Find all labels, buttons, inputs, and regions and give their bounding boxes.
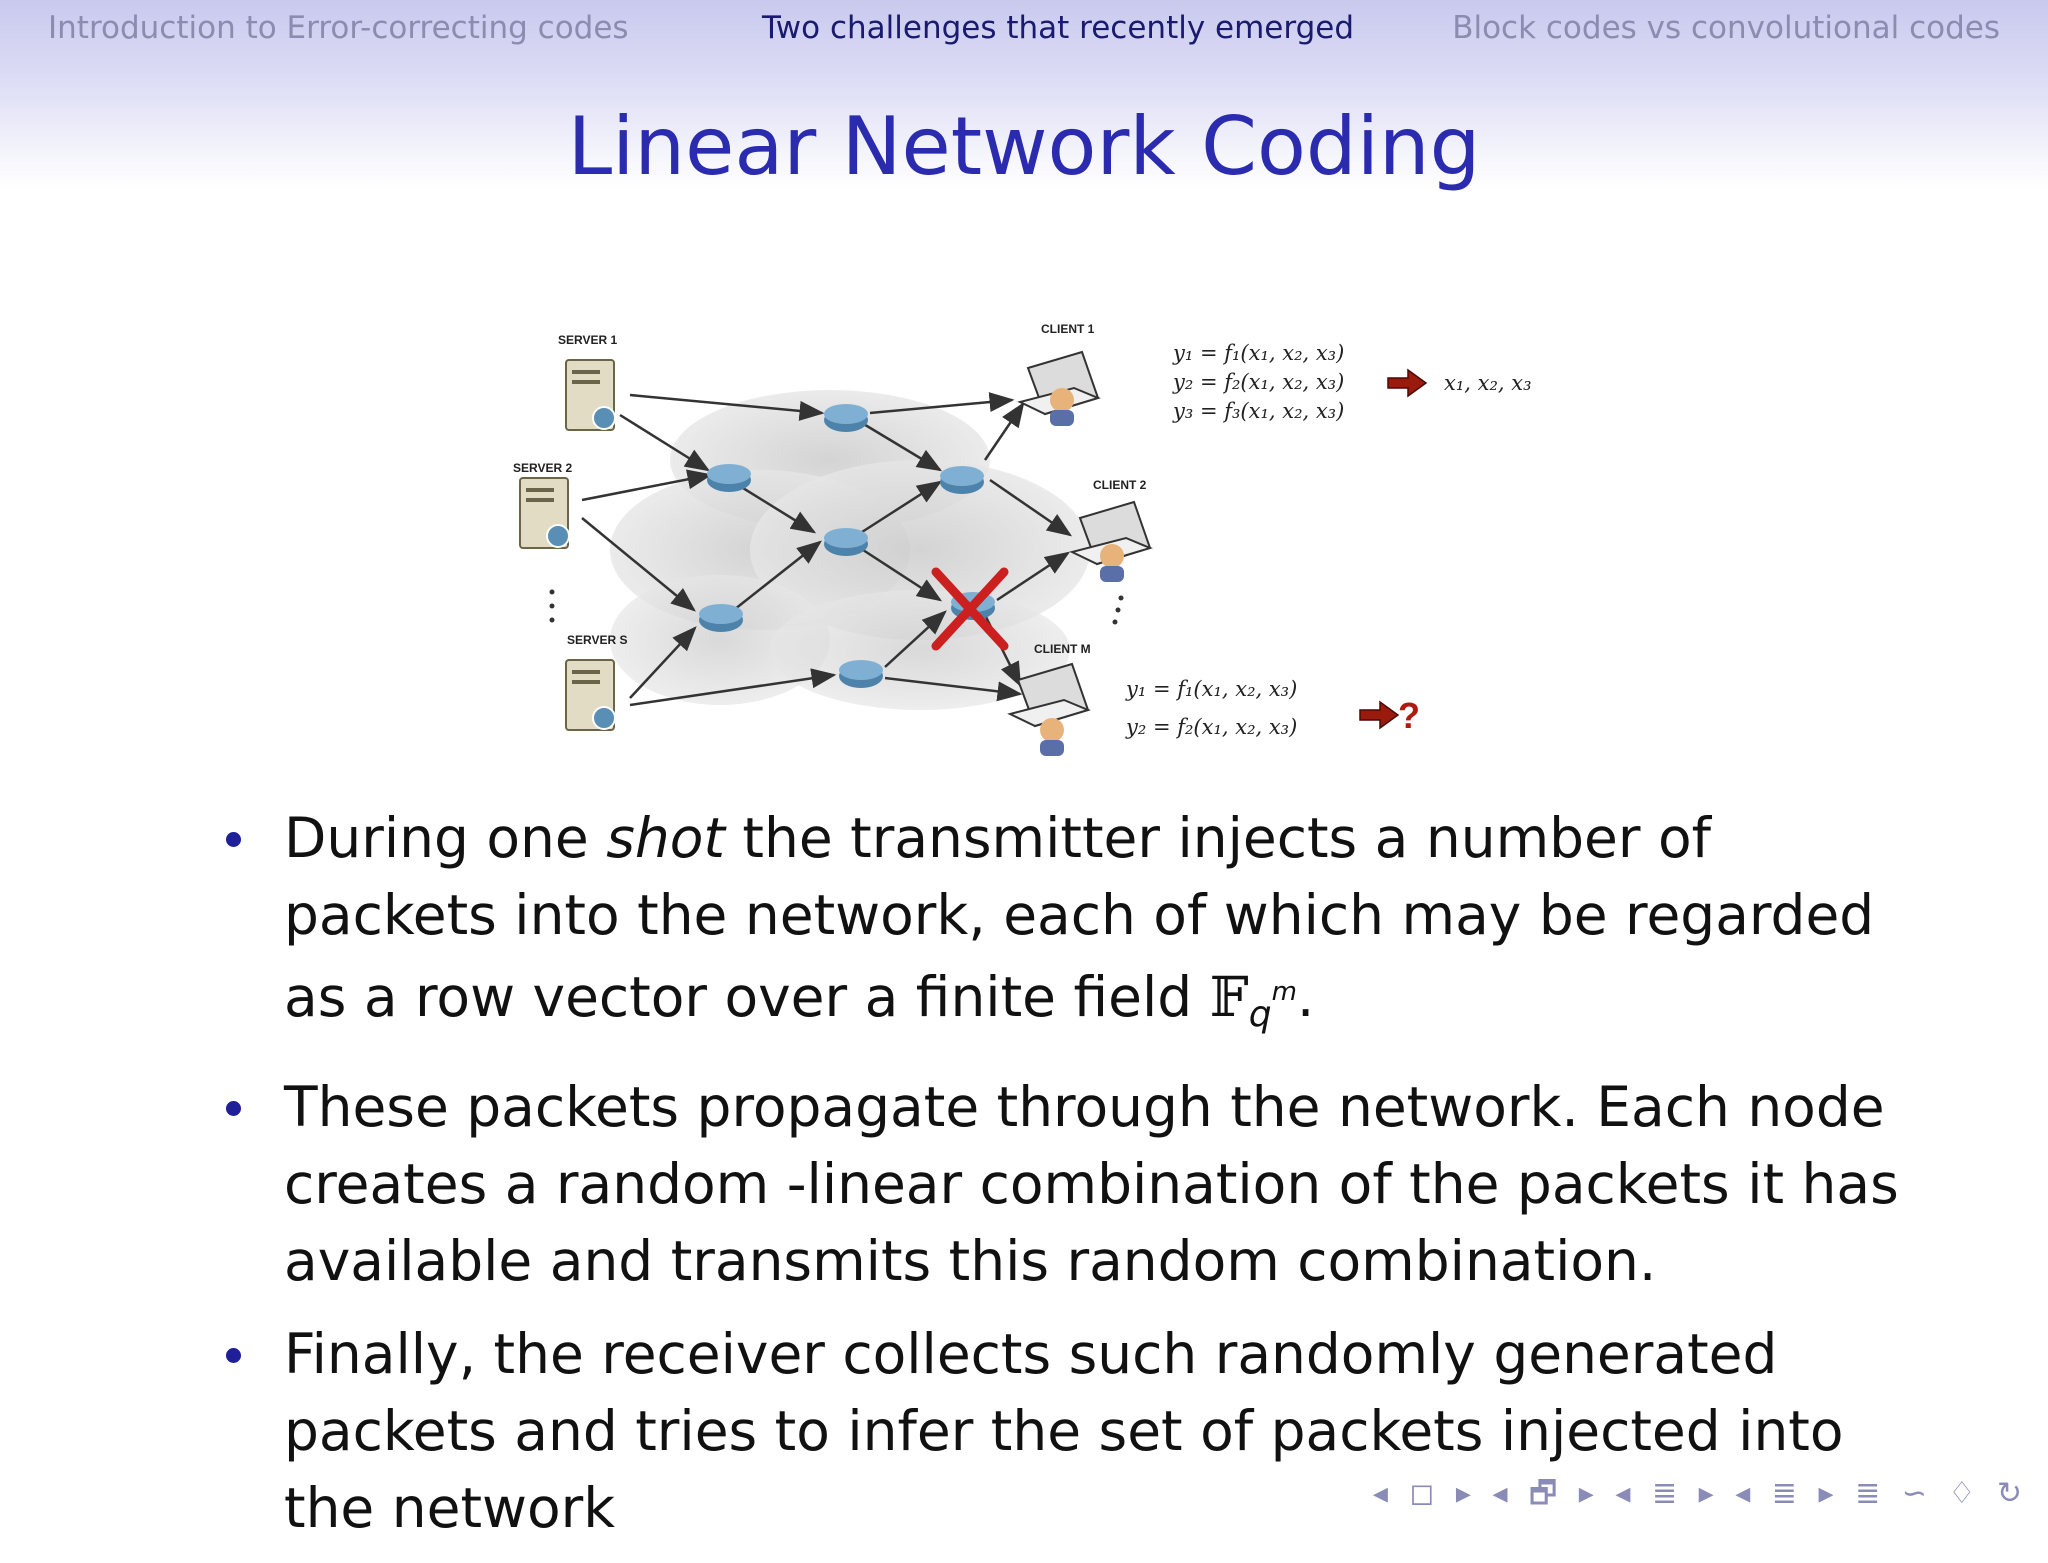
server-icon bbox=[565, 359, 616, 431]
server-icon bbox=[519, 477, 570, 549]
finite-field-subscript: q bbox=[1248, 994, 1272, 1035]
router-icon bbox=[824, 528, 868, 556]
right-arrow-icon bbox=[1359, 700, 1400, 730]
router-icon bbox=[699, 604, 743, 632]
network-cloud bbox=[610, 390, 1090, 710]
finite-field-symbol: 𝔽 bbox=[1209, 965, 1249, 1029]
bullet-item: Finally, the receiver collects such rand… bbox=[222, 1316, 1902, 1547]
nav-section-intro[interactable]: Introduction to Error-correcting codes bbox=[48, 10, 629, 46]
label-server-1: SERVER 1 bbox=[558, 333, 617, 347]
label-client-2: CLIENT 2 bbox=[1093, 478, 1147, 492]
bullet-text: These packets propagate through the netw… bbox=[284, 1075, 1899, 1293]
label-server-s: SERVER S bbox=[567, 633, 627, 647]
nav-section-block-vs-conv[interactable]: Block codes vs convolutional codes bbox=[1452, 10, 2000, 46]
equation-bottom-2: y₂ = f₂(x₁, x₂, x₃) bbox=[1125, 715, 1297, 739]
equation-top-2: y₂ = f₂(x₁, x₂, x₃) bbox=[1172, 370, 1344, 394]
slide-header: Introduction to Error-correcting codes T… bbox=[0, 0, 2048, 193]
label-client-m: CLIENT M bbox=[1034, 642, 1091, 656]
beamer-navigation-controls[interactable]: ◂ ◻ ▸ ◂ 🗗 ▸ ◂ ≣ ▸ ◂ ≣ ▸ ≣ ∽ ♢ ↻ bbox=[1372, 1476, 2028, 1511]
vertical-ellipsis-clients bbox=[1112, 595, 1124, 625]
laptop-user-icon bbox=[1007, 662, 1091, 756]
finite-field-superscript: m bbox=[1271, 977, 1297, 1007]
bullet-dot-icon bbox=[226, 1348, 241, 1363]
server-icon bbox=[565, 659, 616, 731]
failure-cross-icon bbox=[931, 567, 1009, 651]
bullet-dot-icon bbox=[226, 832, 241, 847]
router-icon bbox=[940, 466, 984, 494]
equation-top-3: y₃ = f₃(x₁, x₂, x₃) bbox=[1172, 399, 1344, 423]
laptop-user-icon bbox=[1069, 500, 1153, 582]
bullet-item: During one shot the transmitter injects … bbox=[222, 800, 1902, 1053]
nav-section-challenges[interactable]: Two challenges that recently emerged bbox=[762, 10, 1355, 46]
bullet-item: These packets propagate through the netw… bbox=[222, 1069, 1902, 1300]
equation-bottom-1: y₁ = f₁(x₁, x₂, x₃) bbox=[1125, 677, 1297, 701]
laptop-user-icon bbox=[1017, 350, 1101, 426]
bullet-text: . bbox=[1296, 965, 1315, 1029]
decoded-result: x₁, x₂, x₃ bbox=[1444, 371, 1532, 395]
bullet-dot-icon bbox=[226, 1101, 241, 1116]
unknown-result: ? bbox=[1398, 695, 1420, 736]
equation-top-1: y₁ = f₁(x₁, x₂, x₃) bbox=[1172, 341, 1344, 365]
label-client-1: CLIENT 1 bbox=[1041, 322, 1095, 336]
bullet-text: the transmitter injects a number of pack… bbox=[284, 806, 1875, 1029]
router-icon bbox=[839, 660, 883, 688]
bullet-emphasis: shot bbox=[606, 806, 725, 870]
bullet-list: During one shot the transmitter injects … bbox=[222, 800, 1902, 1563]
bullet-text: Finally, the receiver collects such rand… bbox=[284, 1322, 1844, 1540]
slide-title: Linear Network Coding bbox=[567, 100, 1481, 193]
bullet-text: During one bbox=[284, 806, 607, 870]
network-edges bbox=[581, 392, 1073, 707]
network-diagram: SERVER 1 SERVER 2 SERVER S CLIENT 1 CLIE… bbox=[513, 322, 1532, 756]
right-arrow-icon bbox=[1387, 368, 1428, 398]
router-icon bbox=[824, 404, 868, 432]
vertical-ellipsis-servers bbox=[549, 589, 555, 623]
router-icon bbox=[707, 464, 751, 492]
label-server-2: SERVER 2 bbox=[513, 461, 572, 475]
